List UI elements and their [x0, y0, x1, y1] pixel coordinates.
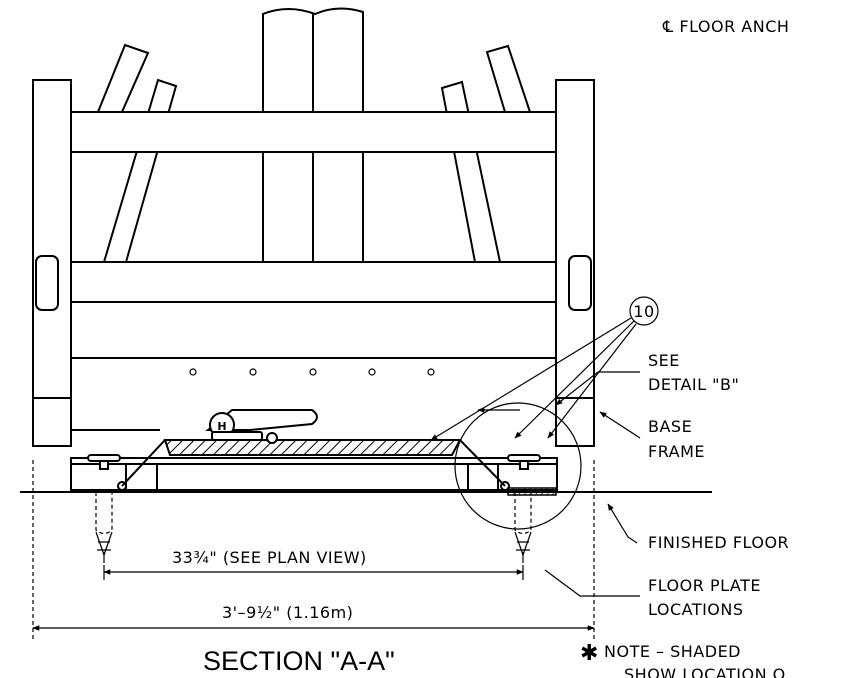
section-title: SECTION "A-A": [203, 646, 395, 676]
detail-b-circle: [454, 402, 582, 530]
floor-plate-label-line2: LOCATIONS: [648, 600, 744, 619]
dimension-lines: [32, 460, 595, 640]
right-side-post: [555, 79, 595, 399]
base-frame-label-line2: FRAME: [648, 442, 705, 461]
note-asterisk-icon: ✱: [580, 641, 598, 666]
base-frame-leader: [599, 411, 641, 439]
note-line2: SHOW LOCATION O: [624, 665, 786, 678]
callout-number: 10: [633, 302, 654, 321]
see-detail-leader: [477, 371, 640, 413]
floor-plate-label-line1: FLOOR PLATE: [648, 576, 761, 595]
note-line1: NOTE – SHADED: [604, 642, 741, 661]
base-frame-assembly: H: [70, 409, 558, 496]
finished-floor-label: FINISHED FLOOR: [648, 533, 789, 552]
callout-10: 10: [430, 296, 659, 441]
base-frame-label-line1: BASE: [648, 417, 692, 436]
finished-floor-leader: [607, 503, 638, 544]
see-detail-label-line2: DETAIL "B": [648, 375, 739, 394]
dim-overall-label: 3'–9½" (1.16m): [222, 603, 353, 622]
svg-text:H: H: [217, 420, 226, 433]
upper-crossbar: [70, 111, 557, 153]
upper-frame: [32, 7, 595, 447]
dim-inner-label: 33¾" (SEE PLAN VIEW): [172, 548, 367, 567]
see-detail-label-line1: SEE: [648, 351, 680, 370]
floor-plate-leader: [544, 569, 640, 597]
ratchet-strap: H: [205, 409, 318, 444]
left-side-post: [32, 79, 72, 399]
floor-anchor-label: ℄ FLOOR ANCH: [662, 17, 789, 36]
lower-crossbar: [70, 261, 557, 303]
floor-anchors: [95, 492, 532, 563]
